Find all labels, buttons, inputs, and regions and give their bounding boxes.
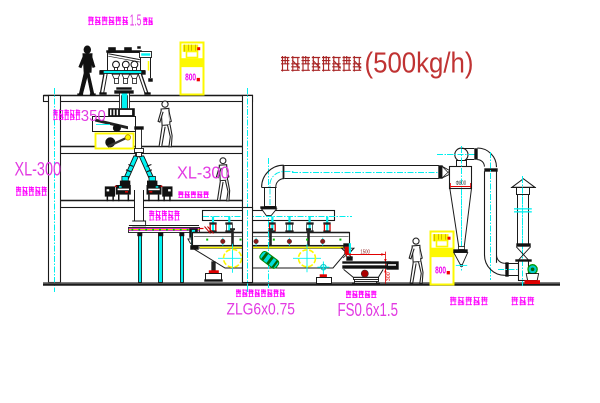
svg-text:XL-300: XL-300 [177,163,230,183]
svg-text:350: 350 [81,108,106,125]
svg-text:XL-300: XL-300 [15,159,62,181]
svg-text:Φ800: Φ800 [456,181,467,187]
svg-text:300: 300 [386,272,392,281]
svg-text:1500: 1500 [360,249,370,255]
svg-text:800: 800 [185,71,196,83]
svg-text:800: 800 [435,264,446,276]
svg-text:(500kg/h): (500kg/h) [365,48,474,80]
svg-text:FS0.6x1.5: FS0.6x1.5 [338,299,399,320]
svg-text:1.5: 1.5 [130,13,142,30]
svg-text:ZLG6x0.75: ZLG6x0.75 [227,300,296,319]
